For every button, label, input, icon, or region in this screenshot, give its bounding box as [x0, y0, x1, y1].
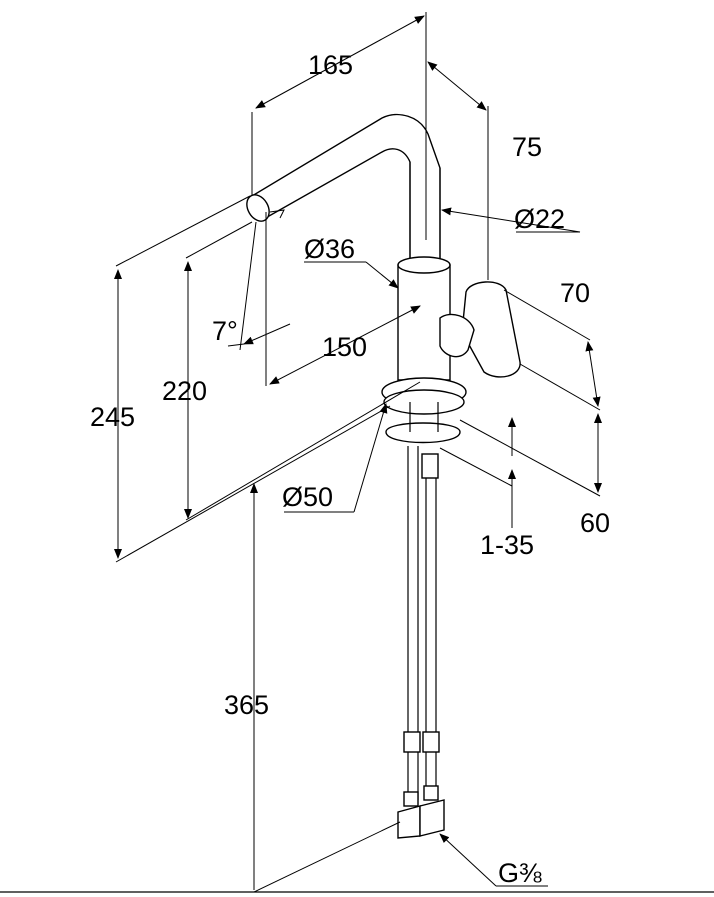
- label-counter-range: 1-35: [480, 530, 534, 560]
- label-base-diameter: Ø50: [282, 482, 333, 512]
- dimension-lines: [0, 12, 714, 893]
- dimension-labels: 165 75 Ø22 Ø36 70 7° 150 220 245 Ø50 60 …: [90, 50, 610, 888]
- label-150: 150: [322, 332, 367, 362]
- spout-outlet: [246, 194, 270, 222]
- label-60: 60: [580, 508, 610, 538]
- lever-handle: [461, 281, 521, 378]
- label-thread: G⅜: [498, 858, 542, 888]
- label-70: 70: [560, 278, 590, 308]
- label-75: 75: [512, 132, 542, 162]
- label-angle: 7°: [212, 316, 238, 346]
- label-220: 220: [162, 376, 207, 406]
- label-365: 365: [224, 690, 269, 720]
- supply-hoses: [397, 446, 445, 839]
- label-body-diameter: Ø36: [304, 234, 355, 264]
- faucet-outline: [246, 113, 521, 839]
- label-165: 165: [308, 50, 353, 80]
- label-245: 245: [90, 402, 135, 432]
- label-spout-diameter: Ø22: [514, 204, 565, 234]
